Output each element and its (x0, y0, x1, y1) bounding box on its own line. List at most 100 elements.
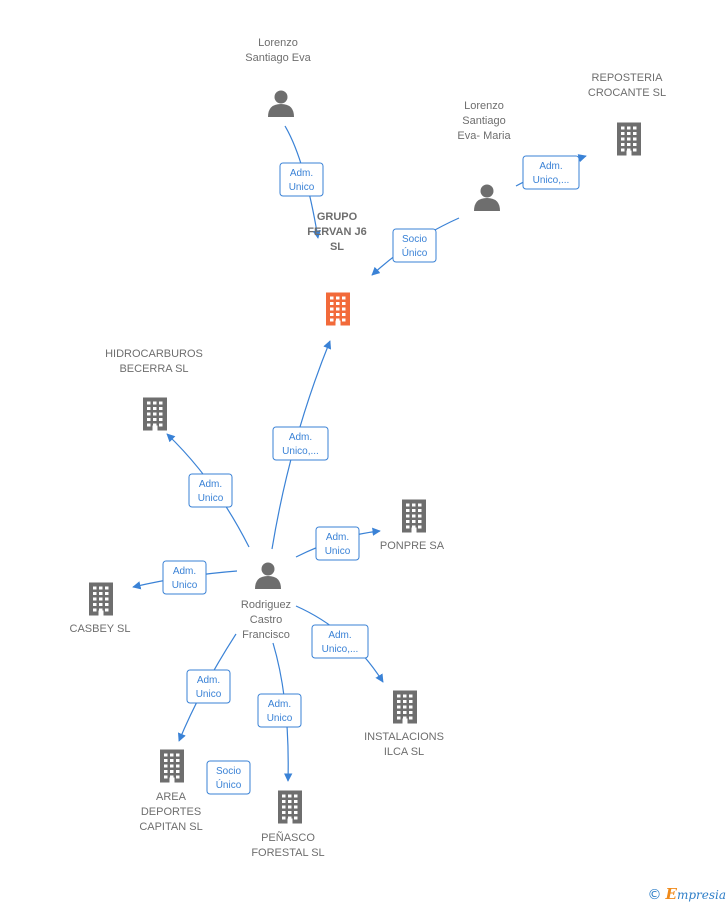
edge-label-line: Unico (289, 182, 315, 193)
node-penasco[interactable]: PEÑASCO FORESTAL SL (251, 790, 325, 860)
node-label-line: FERVAN J6 (307, 226, 367, 238)
edge-e10[interactable]: Adm.Unico (257, 642, 302, 782)
edge-label-line: Adm. (289, 432, 312, 443)
node-casbey[interactable]: CASBEY SL (70, 582, 131, 636)
edge-label-line: Único (216, 778, 242, 791)
edge-label-line: Adm. (326, 532, 349, 543)
brand-name: mpresia (676, 888, 726, 902)
edge-label-line: Adm. (197, 675, 220, 686)
edge-e7[interactable]: Adm.Unico (132, 560, 238, 595)
copyright-icon: © (647, 887, 662, 903)
node-label: HIDROCARBUROS BECERRA SL (105, 348, 203, 375)
node-label-line: FORESTAL SL (251, 847, 324, 859)
edge-label: Adm.Unico (196, 675, 222, 700)
node-label-line: CASBEY SL (70, 623, 131, 635)
node-label: PONPRE SA (380, 540, 445, 552)
edge-label-box (315, 526, 360, 561)
edge-label-box (162, 560, 207, 595)
edge-e5[interactable]: Adm. Unico (166, 433, 250, 548)
node-label-line: CAPITAN SL (139, 821, 202, 833)
person-icon (474, 184, 500, 211)
edge-label-box (311, 624, 369, 659)
node-label-line: BECERRA SL (119, 363, 188, 375)
edge-label-box (279, 162, 324, 197)
person-icon (268, 90, 294, 117)
node-label-line: CROCANTE SL (588, 87, 666, 99)
person-icon (255, 562, 281, 589)
edge-label-line: Unico,... (533, 175, 570, 186)
building-icon (89, 582, 113, 616)
node-label-line: Santiago (462, 115, 505, 127)
node-label-line: Castro (250, 614, 282, 626)
node-label-line: PEÑASCO (261, 831, 315, 844)
node-label-line: AREA (156, 791, 187, 803)
node-label-line: HIDROCARBUROS (105, 348, 203, 360)
building-icon (393, 690, 417, 724)
edge-label-line: Adm. (173, 566, 196, 577)
edge-label-line: Socio (402, 234, 427, 245)
building-icon (617, 122, 641, 156)
building-icon (160, 749, 184, 783)
node-label: PEÑASCO FORESTAL SL (251, 831, 324, 859)
edge-e6[interactable]: Adm. Unico (295, 526, 381, 561)
node-label-line: Lorenzo (258, 37, 298, 49)
node-label-line: Lorenzo (464, 100, 504, 112)
brand-initial: E (665, 885, 677, 903)
node-hidrocarburos[interactable]: HIDROCARBUROS BECERRA SL (105, 348, 203, 431)
edge-label-line: Unico (198, 493, 224, 504)
footer-brand: ©Empresia (648, 885, 727, 903)
edge-label-box (522, 155, 580, 190)
node-label-line: Francisco (242, 629, 290, 641)
edge-e2[interactable]: Adm. Unico,... (515, 154, 587, 190)
edge-label: Adm. Unico (325, 532, 351, 557)
node-label: REPOSTERIA CROCANTE SL (588, 72, 666, 99)
building-icon (143, 397, 167, 431)
edge-label: Adm.Unico (267, 699, 293, 724)
edge-e8[interactable]: Adm.Unico,... (295, 605, 384, 683)
edge-label-line: Adm. (539, 161, 562, 172)
edge-label-line: Adm. (199, 479, 222, 490)
edge-label-box (272, 426, 329, 461)
edge-label-box (186, 669, 231, 704)
edge-label-box (188, 473, 233, 508)
node-label-line: ILCA SL (384, 746, 424, 758)
edge-e9[interactable]: Adm.Unico (177, 633, 237, 742)
edge-label-line: Unico,... (322, 644, 359, 655)
edge-label: Adm. Unico,... (533, 161, 570, 186)
edge-label-line: Adm. (268, 699, 291, 710)
edge-label: Adm.Unico,... (322, 630, 359, 655)
edge-e1[interactable]: Adm. Unico (279, 125, 324, 239)
edge-label-box (206, 760, 251, 795)
edge-label-line: Unico (325, 546, 351, 557)
edge-label-line: Único (402, 246, 428, 259)
edge-label: Adm. Unico (198, 479, 224, 504)
building-icon (402, 499, 426, 533)
edge-label-line: Adm. (290, 168, 313, 179)
node-label-line: GRUPO (317, 211, 358, 223)
brand-logo: Empresia (665, 885, 727, 903)
node-label-line: REPOSTERIA (592, 72, 664, 84)
node-ponpre[interactable]: PONPRE SA (380, 499, 445, 553)
node-label-line: Santiago Eva (245, 52, 311, 64)
edge-label-box (392, 228, 437, 263)
node-label-line: Eva- Maria (457, 130, 511, 142)
node-reposteria[interactable]: REPOSTERIA CROCANTE SL (588, 72, 666, 156)
edge-e4[interactable]: Adm.Unico,... (271, 340, 332, 550)
